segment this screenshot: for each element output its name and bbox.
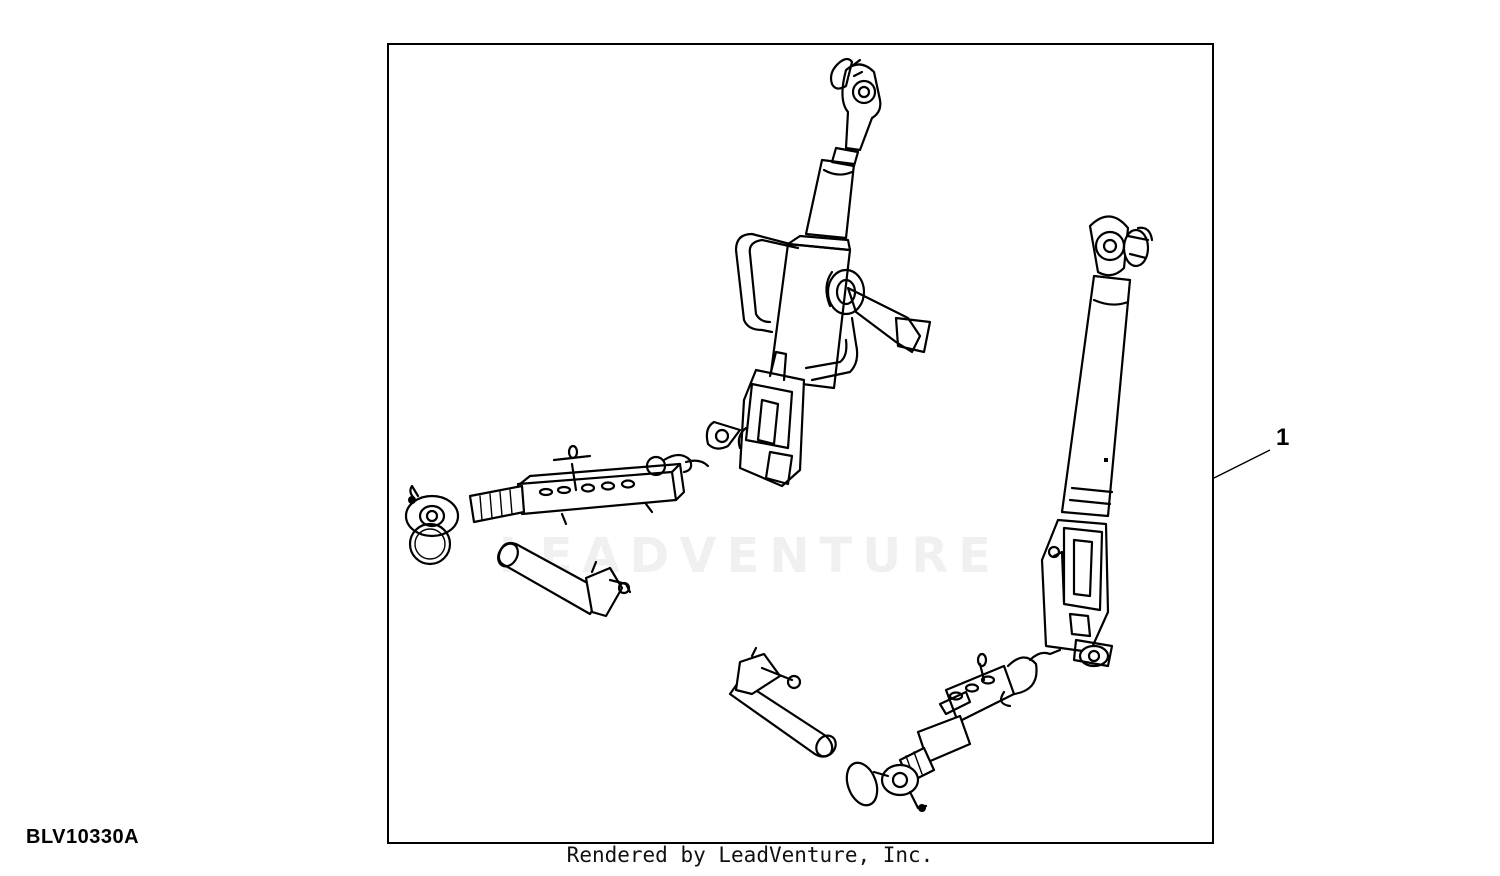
- lower-link-right: [845, 648, 1062, 812]
- lower-link-left: [404, 444, 710, 566]
- loose-pin-right: [728, 646, 837, 758]
- callout-leader-line: [1213, 449, 1271, 479]
- diagram-frame: [387, 43, 1214, 844]
- callout-number: 1: [1276, 424, 1290, 451]
- top-link-right: [1040, 215, 1154, 668]
- figure-id-label: BLV10330A: [26, 826, 140, 848]
- leadventure-watermark: LEADVENTURE: [499, 528, 1001, 584]
- top-link-assembly: [705, 57, 932, 488]
- render-credit: Rendered by LeadVenture, Inc.: [566, 843, 934, 867]
- loose-pin-left: [497, 541, 632, 618]
